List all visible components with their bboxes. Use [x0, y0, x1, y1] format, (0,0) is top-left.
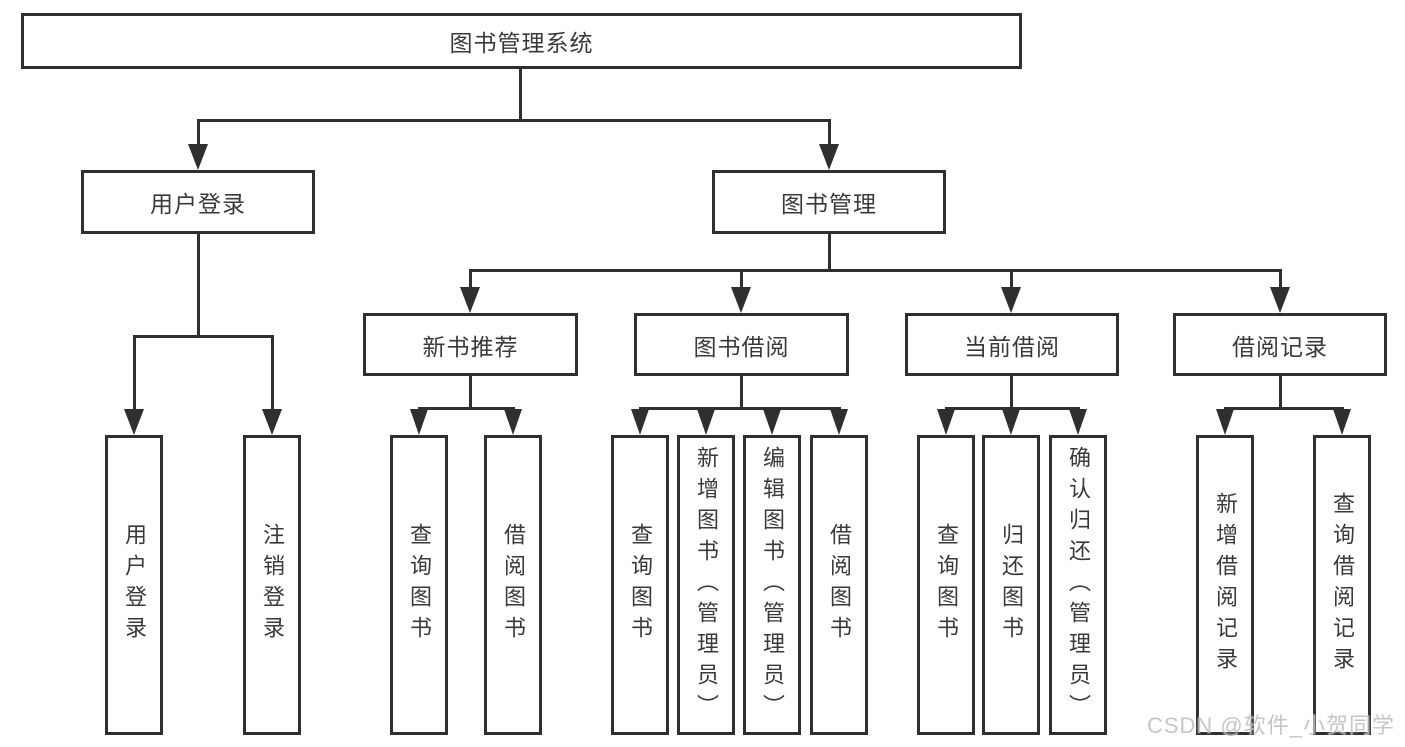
node-library-management-system: 图书管理系统: [21, 13, 1022, 69]
node-label: 新书推荐: [422, 333, 519, 360]
node-label: 借阅记录: [1232, 333, 1328, 360]
leaf-label: 借阅图书: [501, 523, 526, 647]
leaf-label: 查询借阅记录: [1330, 492, 1355, 678]
leaf-add-borrowing-record: 新增借阅记录: [1196, 435, 1254, 735]
connector-line: [1010, 269, 1013, 291]
connector-line: [197, 119, 831, 122]
node-label: 当前借阅: [964, 333, 1060, 360]
arrow-down-icon: [1002, 409, 1020, 435]
leaf-label: 查询图书: [628, 523, 653, 647]
leaf-search-books-3: 查询图书: [917, 435, 975, 735]
connector-line: [197, 119, 200, 148]
leaf-logout: 注销登录: [243, 435, 301, 735]
connector-line: [469, 376, 472, 410]
arrow-down-icon: [763, 409, 781, 435]
arrow-down-icon: [937, 409, 955, 435]
node-user-login: 用户登录: [81, 170, 315, 234]
node-new-book-recommendation: 新书推荐: [363, 313, 578, 376]
node-label: 图书管理: [781, 191, 877, 217]
leaf-add-book-admin: 新增图书（管理员）: [677, 435, 735, 735]
node-label: 图书管理系统: [449, 30, 594, 56]
arrow-down-icon: [1001, 287, 1021, 313]
arrow-down-icon: [819, 144, 839, 170]
arrow-down-icon: [504, 409, 522, 435]
arrow-down-icon: [1333, 409, 1351, 435]
leaf-search-books: 查询图书: [390, 435, 448, 735]
connector-line: [1279, 376, 1282, 410]
leaf-label: 用户登录: [122, 523, 147, 647]
leaf-label: 新增图书（管理员）: [694, 445, 719, 725]
leaf-label: 借阅图书: [827, 523, 852, 647]
connector-line: [1279, 269, 1282, 291]
node-label: 图书借阅: [693, 333, 790, 360]
arrow-down-icon: [410, 409, 428, 435]
arrow-down-icon: [1270, 287, 1290, 313]
connector-line: [828, 119, 831, 148]
connector-line: [133, 335, 136, 413]
arrow-down-icon: [731, 287, 751, 313]
leaf-search-books-2: 查询图书: [611, 435, 669, 735]
connector-line: [945, 407, 1080, 410]
connector-line: [469, 269, 1282, 272]
leaf-search-borrowing-record: 查询借阅记录: [1313, 435, 1371, 735]
connector-line: [740, 376, 743, 410]
leaf-label: 归还图书: [999, 523, 1024, 647]
arrow-down-icon: [188, 144, 208, 170]
connector-line: [418, 407, 515, 410]
connector-line: [639, 407, 841, 410]
leaf-label: 查询图书: [407, 523, 432, 647]
connector-line: [740, 269, 743, 291]
arrow-down-icon: [460, 287, 480, 313]
connector-line: [469, 269, 472, 291]
connector-line: [1010, 376, 1013, 410]
leaf-borrow-books: 借阅图书: [484, 435, 542, 735]
leaf-label: 确认归还（管理员）: [1066, 445, 1091, 725]
leaf-label: 编辑图书（管理员）: [760, 445, 785, 725]
node-book-borrowing: 图书借阅: [634, 313, 849, 376]
csdn-watermark: CSDN @软件_小贺同学: [1146, 713, 1395, 738]
arrow-down-icon: [124, 409, 144, 435]
node-book-management: 图书管理: [712, 170, 946, 234]
leaf-edit-book-admin: 编辑图书（管理员）: [743, 435, 801, 735]
leaf-label: 注销登录: [260, 523, 285, 647]
leaf-confirm-return-admin: 确认归还（管理员）: [1049, 435, 1107, 735]
connector-line: [828, 234, 831, 272]
arrow-down-icon: [1069, 409, 1087, 435]
arrow-down-icon: [262, 409, 282, 435]
connector-line: [133, 335, 274, 338]
connector-line: [1224, 407, 1344, 410]
connector-line: [271, 335, 274, 413]
node-current-borrowing: 当前借阅: [905, 313, 1119, 376]
leaf-borrow-books-2: 借阅图书: [810, 435, 868, 735]
leaf-return-books: 归还图书: [982, 435, 1040, 735]
connector-line: [197, 234, 200, 338]
node-label: 用户登录: [150, 191, 246, 217]
leaf-label: 查询图书: [934, 523, 959, 647]
leaf-label: 新增借阅记录: [1213, 492, 1238, 678]
leaf-user-login: 用户登录: [105, 435, 163, 735]
arrow-down-icon: [830, 409, 848, 435]
arrow-down-icon: [631, 409, 649, 435]
arrow-down-icon: [697, 409, 715, 435]
arrow-down-icon: [1216, 409, 1234, 435]
node-borrowing-records: 借阅记录: [1173, 313, 1387, 376]
connector-line: [519, 67, 522, 122]
